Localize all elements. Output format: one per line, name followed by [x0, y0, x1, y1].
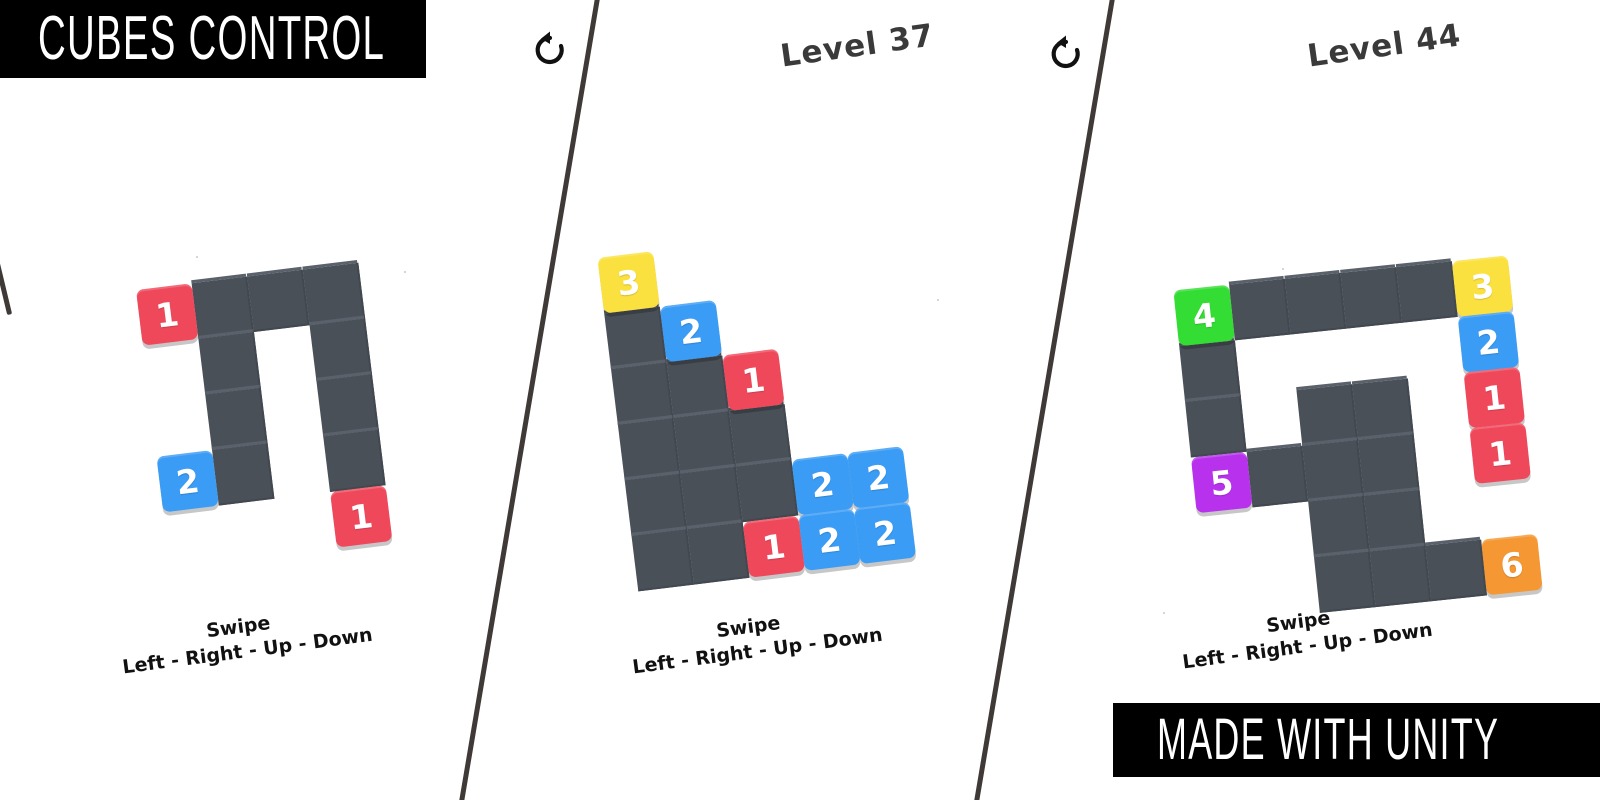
board-tile — [247, 269, 310, 333]
level-title-2: Level 37 — [778, 17, 937, 75]
board-tile — [1396, 261, 1458, 323]
cube-blue-2[interactable]: 2 — [791, 452, 854, 516]
swipe-hint-1: Swipe Left - Right - Up - Down — [118, 600, 374, 681]
cube-orange-6[interactable]: 6 — [1481, 533, 1543, 596]
board-tile — [1229, 278, 1291, 341]
board-tile — [1425, 539, 1487, 602]
board-tile — [1246, 445, 1309, 508]
level-title-3: Level 44 — [1305, 17, 1464, 75]
board-tile — [1363, 489, 1426, 552]
cube-red-1[interactable]: 1 — [722, 348, 785, 412]
cube-value: 2 — [808, 463, 837, 505]
made-with-unity-text: MADE WITH UNITY — [1157, 707, 1500, 772]
board-tile — [323, 429, 386, 492]
cube-yellow-3[interactable]: 3 — [597, 251, 660, 314]
board-tile — [1352, 378, 1414, 440]
cube-red-1[interactable]: 1 — [1469, 422, 1531, 484]
cube-blue-2[interactable]: 2 — [156, 450, 219, 513]
restart-icon[interactable] — [530, 30, 570, 70]
title-banner-text: CUBES CONTROL — [38, 4, 386, 73]
cube-purple-5[interactable]: 5 — [1190, 451, 1253, 514]
cube-blue-2[interactable]: 2 — [1457, 311, 1520, 373]
cube-value: 1 — [347, 495, 376, 538]
restart-icon[interactable] — [1046, 34, 1086, 74]
cube-blue-2[interactable]: 2 — [853, 501, 917, 565]
cube-value: 1 — [739, 359, 768, 401]
dust-speck — [196, 256, 198, 258]
swipe-hint-2: Swipe Left - Right - Up - Down — [628, 600, 884, 681]
board-tile — [212, 443, 275, 506]
cube-blue-2[interactable]: 2 — [659, 299, 723, 363]
cube-red-1[interactable]: 1 — [330, 485, 393, 548]
cube-value: 2 — [677, 310, 705, 352]
board-tile — [631, 529, 694, 592]
board-tile — [1296, 384, 1358, 446]
cube-value: 3 — [1469, 265, 1497, 307]
cube-red-1[interactable]: 1 — [742, 515, 806, 578]
cube-value: 2 — [173, 460, 202, 502]
dust-speck — [1282, 268, 1284, 270]
cube-value: 3 — [614, 261, 643, 304]
cube-value: 1 — [760, 525, 788, 568]
cube-value: 1 — [153, 293, 181, 336]
cube-value: 2 — [864, 456, 892, 499]
made-with-unity-banner: MADE WITH UNITY — [1113, 703, 1600, 777]
board-tile — [1358, 434, 1420, 496]
board-tile — [1185, 396, 1247, 458]
board-tile — [1308, 495, 1370, 558]
cube-value: 2 — [1474, 321, 1502, 363]
dust-speck — [937, 299, 939, 301]
puzzle-board-1[interactable]: 1 2 1 — [135, 256, 448, 568]
cube-red-1[interactable]: 1 — [135, 283, 199, 346]
puzzle-board-3[interactable]: 4 3 2 1 1 5 6 — [1173, 255, 1543, 624]
board-tile — [1340, 267, 1402, 329]
cube-value: 1 — [1480, 376, 1508, 419]
board-tile — [1284, 272, 1347, 335]
cube-value: 4 — [1190, 294, 1218, 336]
cube-value: 1 — [1486, 432, 1514, 474]
board-tile — [735, 459, 799, 523]
board-tile — [687, 522, 750, 585]
title-banner: CUBES CONTROL — [0, 0, 426, 78]
cube-blue-2[interactable]: 2 — [798, 508, 861, 571]
cube-yellow-3[interactable]: 3 — [1451, 255, 1514, 317]
board-tile — [1179, 340, 1241, 402]
game-panel-1: 1 2 1 Swipe Left - Right - Up - Down — [0, 0, 530, 800]
dust-speck — [404, 271, 406, 273]
board-tile — [1302, 440, 1364, 502]
cube-green-4[interactable]: 4 — [1173, 284, 1235, 347]
cube-value: 6 — [1498, 544, 1526, 586]
dust-speck — [1163, 612, 1165, 614]
cube-value: 2 — [815, 518, 844, 561]
cube-value: 2 — [871, 512, 899, 554]
cube-red-1[interactable]: 1 — [1463, 366, 1526, 429]
cube-blue-2[interactable]: 2 — [846, 446, 910, 509]
cube-value: 5 — [1208, 461, 1236, 504]
